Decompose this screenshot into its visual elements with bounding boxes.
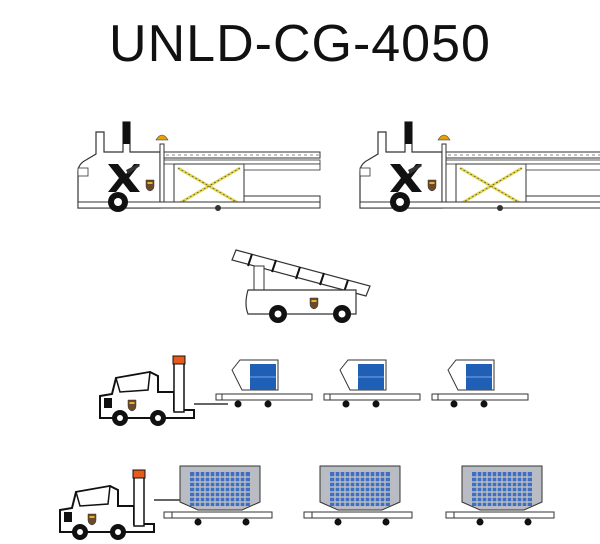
model-title: UNLD-CG-4050 [109, 15, 491, 73]
belt-loader-icon [232, 250, 370, 323]
baggage-tug-icon [100, 356, 194, 426]
container-dolly-icon [303, 465, 413, 527]
container-dolly-icon [163, 465, 273, 527]
container-dolly-icon [431, 359, 529, 408]
cargo-loader-icon [360, 122, 600, 212]
container-dolly-icon [215, 359, 313, 408]
cargo-loader-icon [78, 122, 320, 212]
container-dolly-icon [323, 359, 421, 408]
container-dolly-icon [445, 465, 555, 527]
baggage-tug-icon [60, 470, 154, 540]
